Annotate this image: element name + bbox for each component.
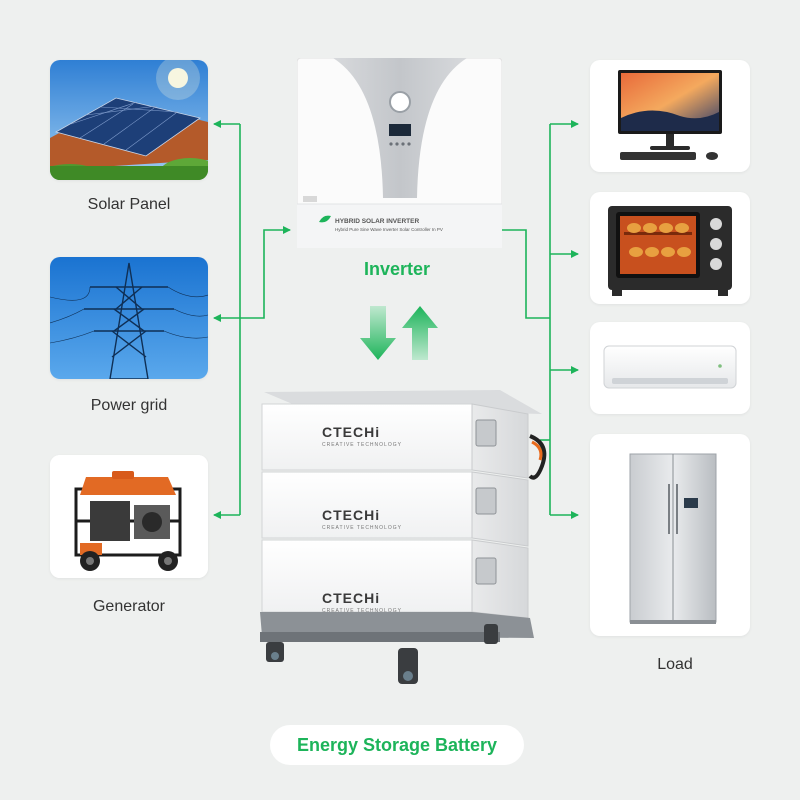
battery-label-pill: Energy Storage Battery <box>270 725 524 765</box>
inverter-icon <box>297 58 502 248</box>
power-grid-card <box>50 257 208 379</box>
inverter-panel-subtitle: Hybrid Pure Sine Wave Inverter Solar Con… <box>335 227 443 232</box>
solar-panel-icon <box>50 60 208 180</box>
inverter-label: Inverter <box>363 259 431 279</box>
arrow-down-icon <box>360 306 396 360</box>
solar-panel-card <box>50 60 208 180</box>
power-grid-label: Power grid <box>90 397 168 414</box>
flow-arrows <box>360 306 438 360</box>
solar-panel-label: Solar Panel <box>87 196 171 213</box>
air-conditioner-icon <box>603 345 737 389</box>
load-card-air-conditioner <box>590 322 750 414</box>
load-card-oven <box>590 192 750 304</box>
generator-icon <box>50 455 208 578</box>
battery-stack: CTECHi CREATIVE TECHNOLOGY CTECHi CREATI… <box>258 386 558 692</box>
battery-brand-1: CTECHi <box>322 424 381 440</box>
refrigerator-icon <box>629 453 717 624</box>
oven-icon <box>608 206 732 296</box>
inverter-panel-title: HYBRID SOLAR INVERTER <box>335 218 420 225</box>
arrow-up-icon <box>402 306 438 360</box>
battery-brand-sub-3: CREATIVE TECHNOLOGY <box>322 608 402 614</box>
battery-brand-sub-1: CREATIVE TECHNOLOGY <box>322 442 402 448</box>
battery-label: Energy Storage Battery <box>296 734 498 755</box>
battery-brand-2: CTECHi <box>322 507 381 523</box>
battery-brand-3: CTECHi <box>322 590 381 606</box>
power-grid-tower-icon <box>50 257 208 379</box>
load-label: Load <box>657 656 693 673</box>
generator-card <box>50 455 208 578</box>
load-card-refrigerator <box>590 434 750 636</box>
load-card-monitor <box>590 60 750 172</box>
inverter-unit: HYBRID SOLAR INVERTER Hybrid Pure Sine W… <box>297 58 502 248</box>
battery-icon <box>260 390 547 684</box>
monitor-icon <box>618 70 722 160</box>
generator-label: Generator <box>92 598 166 615</box>
battery-brand-sub-2: CREATIVE TECHNOLOGY <box>322 525 402 531</box>
